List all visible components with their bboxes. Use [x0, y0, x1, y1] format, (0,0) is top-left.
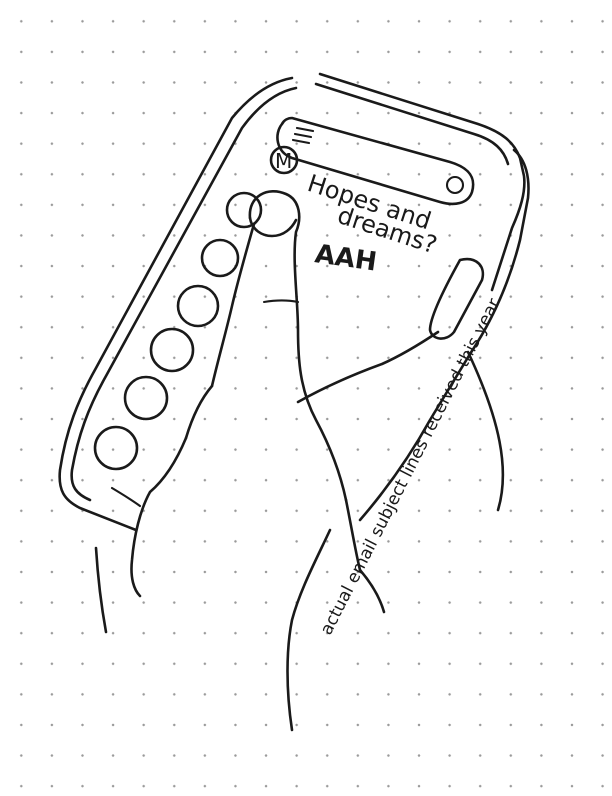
search-bar[interactable]: [276, 116, 475, 206]
svg-text:M: M: [275, 149, 292, 173]
hand: [94, 189, 505, 732]
email-list-avatars: [93, 191, 263, 471]
reaction-text: AAH: [313, 239, 379, 277]
avatar: M: [269, 145, 299, 175]
caption-text: actual email subject lines received this…: [317, 295, 505, 638]
list-item[interactable]: [225, 191, 263, 229]
list-item[interactable]: [123, 375, 169, 421]
list-item[interactable]: [200, 238, 240, 278]
list-item[interactable]: [149, 327, 195, 373]
side-button[interactable]: [428, 257, 485, 340]
list-item[interactable]: [93, 425, 139, 471]
search-icon[interactable]: [445, 175, 465, 195]
list-item[interactable]: [176, 284, 220, 328]
caption: actual email subject lines received this…: [317, 295, 505, 638]
phone-body: [58, 72, 530, 532]
menu-icon[interactable]: [291, 126, 315, 145]
